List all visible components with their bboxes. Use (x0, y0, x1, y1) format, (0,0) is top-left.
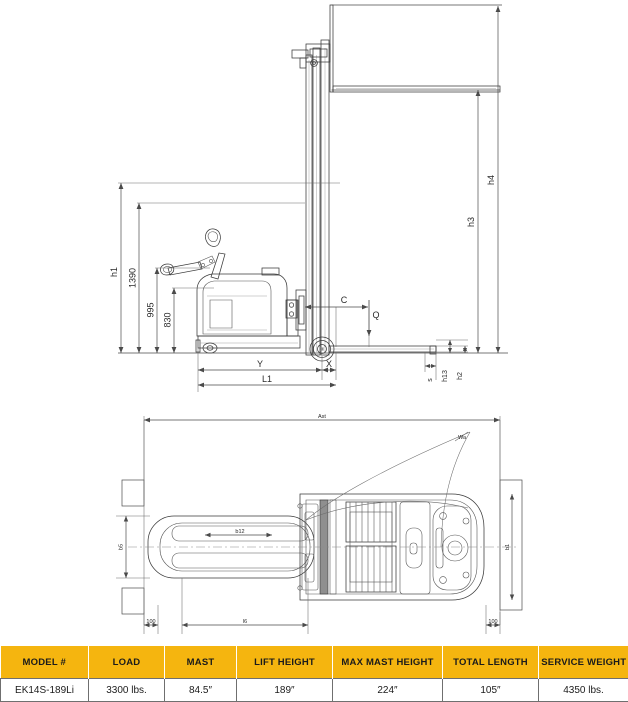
dim-h2: h2 (457, 372, 464, 380)
dim-h1: h1 (109, 267, 119, 277)
table-row: EK14S-189Li 3300 lbs. 84.5″ 189″ 224″ 10… (1, 679, 628, 702)
truck-body (196, 268, 300, 352)
tiller-handle (160, 229, 225, 279)
side-view-group: h1 1390 995 830 (109, 5, 508, 392)
dim-995: 995 (146, 302, 156, 317)
header-lift-height: LIFT HEIGHT (237, 646, 333, 679)
dim-830: 830 (163, 312, 173, 327)
b1-dimension: b1 (505, 494, 514, 600)
cell-lift-height: 189″ (237, 679, 333, 702)
fork-height-dimensions: h13 h2 (436, 340, 468, 382)
cell-model: EK14S-189Li (1, 679, 89, 702)
cell-service-weight: 4350 lbs. (539, 679, 628, 702)
dim-q: Q (372, 310, 379, 320)
dim-b12: b12 (235, 529, 244, 535)
right-vertical-dimensions: h4 h3 (466, 6, 500, 353)
dim-h4: h4 (486, 175, 496, 185)
cell-mast: 84.5″ (165, 679, 237, 702)
cell-max-mast-height: 224″ (333, 679, 443, 702)
technical-drawing: h1 1390 995 830 (0, 0, 628, 640)
dim-b1: b1 (505, 544, 511, 550)
ast-dimension: Ast (144, 414, 500, 500)
dim-l6: l6 (243, 619, 247, 625)
dim-x: X (326, 359, 332, 369)
dim-h13: h13 (442, 370, 449, 382)
b12-dimension: b12 (205, 529, 272, 537)
header-service-weight: SERVICE WEIGHT (539, 646, 628, 679)
header-load: LOAD (89, 646, 165, 679)
turning-radius-arcs: Wa (306, 432, 470, 547)
dim-s: s (427, 378, 434, 382)
mast-assembly (286, 5, 502, 355)
header-model: MODEL # (1, 646, 89, 679)
dim-right-100: 100 (488, 619, 497, 625)
header-total-length: TOTAL LENGTH (443, 646, 539, 679)
dim-y: Y (257, 359, 263, 369)
left-vertical-dimensions: h1 1390 995 830 (109, 183, 340, 353)
dim-c: C (341, 295, 348, 305)
top-view-group: Ast (116, 414, 522, 634)
dim-l1: L1 (262, 374, 272, 384)
dim-1390: 1390 (128, 268, 138, 288)
cell-load: 3300 lbs. (89, 679, 165, 702)
dim-wa: Wa (458, 435, 467, 441)
header-max-mast-height: MAX MAST HEIGHT (333, 646, 443, 679)
cell-total-length: 105″ (443, 679, 539, 702)
dim-left-100: 100 (146, 619, 155, 625)
spec-table-header-row: MODEL # LOAD MAST LIFT HEIGHT MAX MAST H… (1, 646, 628, 679)
load-center-dimensions: C Q (305, 295, 380, 347)
length-dimensions: Y X L1 s (198, 348, 436, 392)
spec-table: MODEL # LOAD MAST LIFT HEIGHT MAX MAST H… (0, 645, 628, 702)
header-mast: MAST (165, 646, 237, 679)
dim-ast: Ast (318, 414, 326, 420)
dim-h3: h3 (466, 217, 476, 227)
dim-b5: b5 (119, 544, 125, 550)
